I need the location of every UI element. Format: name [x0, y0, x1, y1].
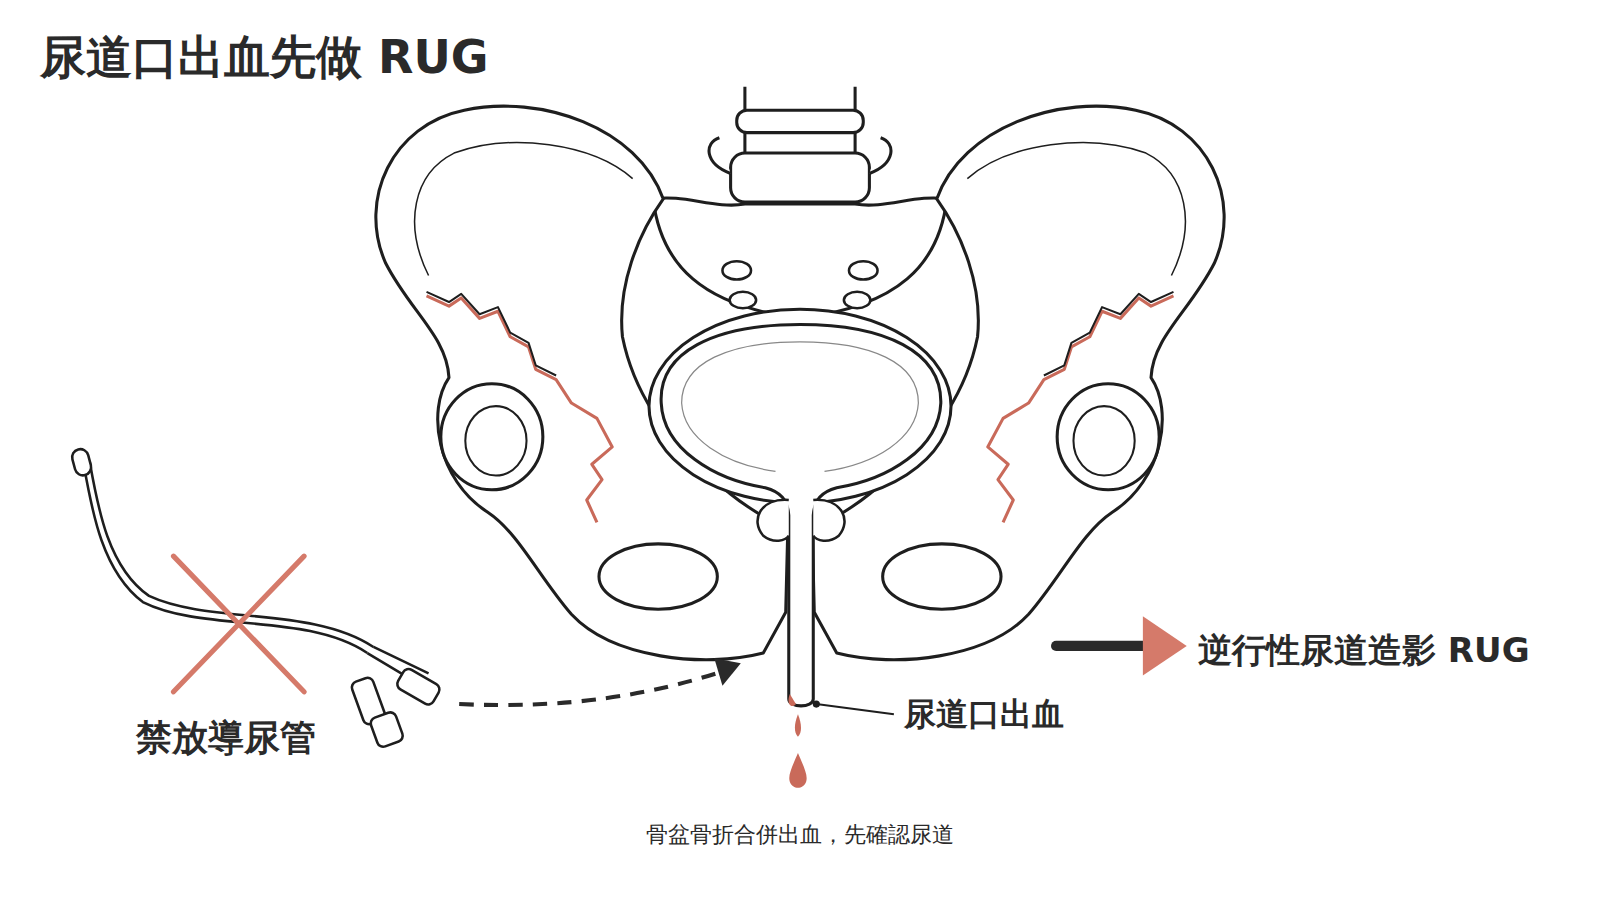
title: 尿道口出血先做 RUG [40, 30, 489, 85]
bleeding-label: 尿道口出血 [904, 695, 1064, 733]
blood [788, 694, 806, 788]
sacral-foramina [722, 261, 877, 308]
caption: 骨盆骨折合併出血，先確認尿道 [646, 822, 954, 848]
procedure-label: 逆行性尿道造影 RUG [1198, 630, 1530, 671]
catheter [70, 447, 441, 748]
bladder-wall [682, 342, 919, 472]
spine [709, 87, 891, 204]
leader-line [816, 704, 894, 714]
prostate [758, 500, 845, 541]
solid-arrow [1056, 641, 1148, 651]
warning-label: 禁放導尿管 [136, 716, 316, 759]
dashed-arrow [459, 671, 722, 705]
prohibit-cross [173, 556, 304, 692]
dashed-arrow-head [714, 658, 741, 686]
bladder [661, 324, 941, 705]
sacrum [653, 198, 947, 318]
solid-arrow-head [1143, 616, 1187, 675]
